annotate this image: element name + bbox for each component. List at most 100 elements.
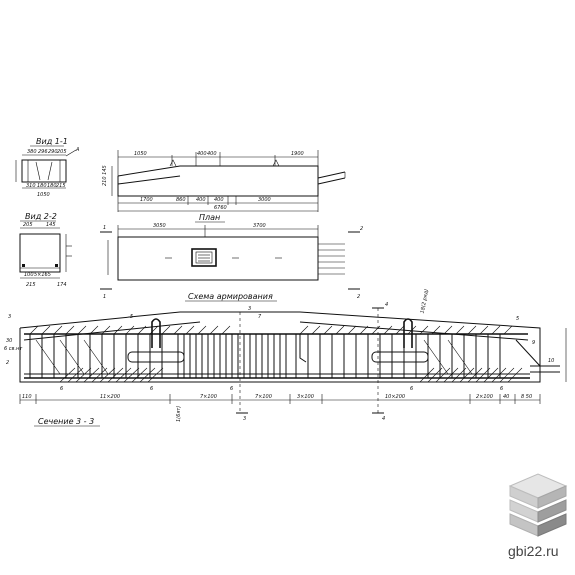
dim-label: 5×165	[34, 272, 51, 278]
stirrups-right	[295, 334, 501, 378]
dim-label: 1900	[291, 151, 304, 157]
dim-label: 10×200	[385, 394, 405, 400]
section-mark: 2	[357, 294, 360, 300]
hatch-zone-top-left	[29, 325, 231, 335]
dim-label: 180	[37, 183, 47, 189]
dim-label: 3×100	[297, 394, 314, 400]
beam-outline	[19, 311, 541, 383]
dim-label: 1700	[140, 197, 153, 203]
section-mark: 1	[103, 294, 106, 300]
watermark-logo	[508, 473, 568, 537]
lifting-loop	[169, 159, 177, 167]
bar-mark: 5	[130, 314, 133, 320]
dim-label: 215	[26, 282, 36, 288]
dim-label: 400	[207, 151, 217, 157]
bar-mark: 7	[258, 314, 262, 320]
view-1-1-mark: А	[75, 147, 80, 153]
inclined-bar	[23, 321, 201, 341]
plan-opening	[191, 248, 217, 267]
dim-label: 180	[47, 183, 57, 189]
dim-label: 205	[23, 222, 33, 228]
stirrups-middle-left	[177, 334, 287, 378]
top-elevation: 1050 400 400 1900 1700 860 400 400 3000 …	[102, 150, 346, 212]
dim-label: 110	[22, 394, 32, 400]
bent-bar-left	[127, 351, 185, 363]
dim-label: 3000	[258, 197, 271, 203]
bent-bar-right	[371, 351, 429, 363]
section-title: Сечение 3 - 3	[38, 417, 94, 426]
dim-label: 6760	[214, 205, 227, 211]
lifting-loop	[151, 318, 161, 348]
elevation-strand-end	[317, 177, 346, 185]
stirrups-left	[29, 334, 163, 378]
dim-label: 400	[214, 197, 224, 203]
bar-mark: 3	[243, 416, 246, 422]
dim-label: 100	[24, 272, 34, 278]
bar-mark: 3	[248, 306, 251, 312]
bar-mark: 9	[532, 340, 535, 346]
side-dim-label: 210 145	[102, 165, 108, 186]
bar-mark: 6	[60, 386, 63, 392]
lifting-loop	[272, 159, 280, 167]
inclined-bar	[299, 321, 529, 341]
dim-label: 11×200	[100, 394, 120, 400]
dim-label: 400	[197, 151, 207, 157]
dim-label: 860	[176, 197, 186, 203]
dim-label: 296	[38, 149, 48, 155]
plan-view: План 3050 3700 1 1 2 2	[100, 213, 363, 300]
bar-mark: 10	[548, 358, 554, 364]
plan-title: План	[199, 213, 220, 222]
strand-dot	[22, 264, 25, 267]
dim-label: 174	[57, 282, 67, 288]
bar-mark: 5	[516, 316, 519, 322]
bar-mark: 30	[6, 338, 12, 344]
view-1-1-inner-line	[47, 161, 53, 181]
dim-label: 145	[46, 222, 56, 228]
bent-bar-center	[299, 334, 307, 363]
dim-label: 1050	[134, 151, 147, 157]
dim-label: 8 50	[521, 394, 532, 400]
dim-label: 205	[57, 149, 67, 155]
elevation-outline	[117, 165, 319, 197]
leader-line	[65, 149, 77, 157]
bar-mark: 6	[230, 386, 233, 392]
reinforcement-title: Схема армирования	[188, 292, 273, 301]
view-1-1-inner-line	[35, 161, 41, 181]
dim-label: 7×100	[200, 394, 217, 400]
dim-label: 380	[27, 149, 37, 155]
bar-mark: 1(6ят)	[176, 406, 182, 422]
logo-layer-mid-right	[537, 499, 567, 523]
lifting-loop	[403, 318, 413, 348]
dim-label: 2×100	[476, 394, 493, 400]
hatch-zone-left	[59, 367, 164, 383]
reinforcement-scheme: Схема армирования	[4, 289, 567, 422]
section-mark: 1	[103, 225, 106, 231]
plan-outline	[117, 236, 319, 281]
dim-label: 7×100	[255, 394, 272, 400]
bar-mark: 18(2 ряд)	[420, 289, 430, 314]
bar-mark: 4	[385, 302, 388, 308]
bar-mark: 4	[382, 416, 385, 422]
dim-label: 310	[26, 183, 36, 189]
view-2-2-outline	[19, 233, 61, 273]
strand-dot	[55, 264, 58, 267]
view-1-1-outline	[21, 159, 67, 183]
logo-layer-top-right	[537, 485, 567, 509]
view-1-1-title: Вид 1-1	[36, 137, 68, 146]
bar-mark: 6	[150, 386, 153, 392]
dim-label: 290	[48, 149, 58, 155]
end-anchor	[515, 339, 541, 367]
logo-layer-bottom-right	[537, 513, 567, 537]
bar-mark: 3	[8, 314, 11, 320]
elevation-taper-line	[117, 175, 181, 185]
bar-mark: 6	[410, 386, 413, 392]
dim-label: 3050	[153, 223, 166, 229]
dim-label: 1050	[37, 192, 50, 198]
dim-label: 215	[56, 183, 66, 189]
elevation-strand-end	[317, 171, 346, 179]
dim-label: 40	[503, 394, 509, 400]
dim-label: 400	[196, 197, 206, 203]
view-2-2: Вид 2-2 205 145 100 5×165 215 174	[19, 212, 72, 288]
plan-opening-inner	[195, 251, 213, 264]
